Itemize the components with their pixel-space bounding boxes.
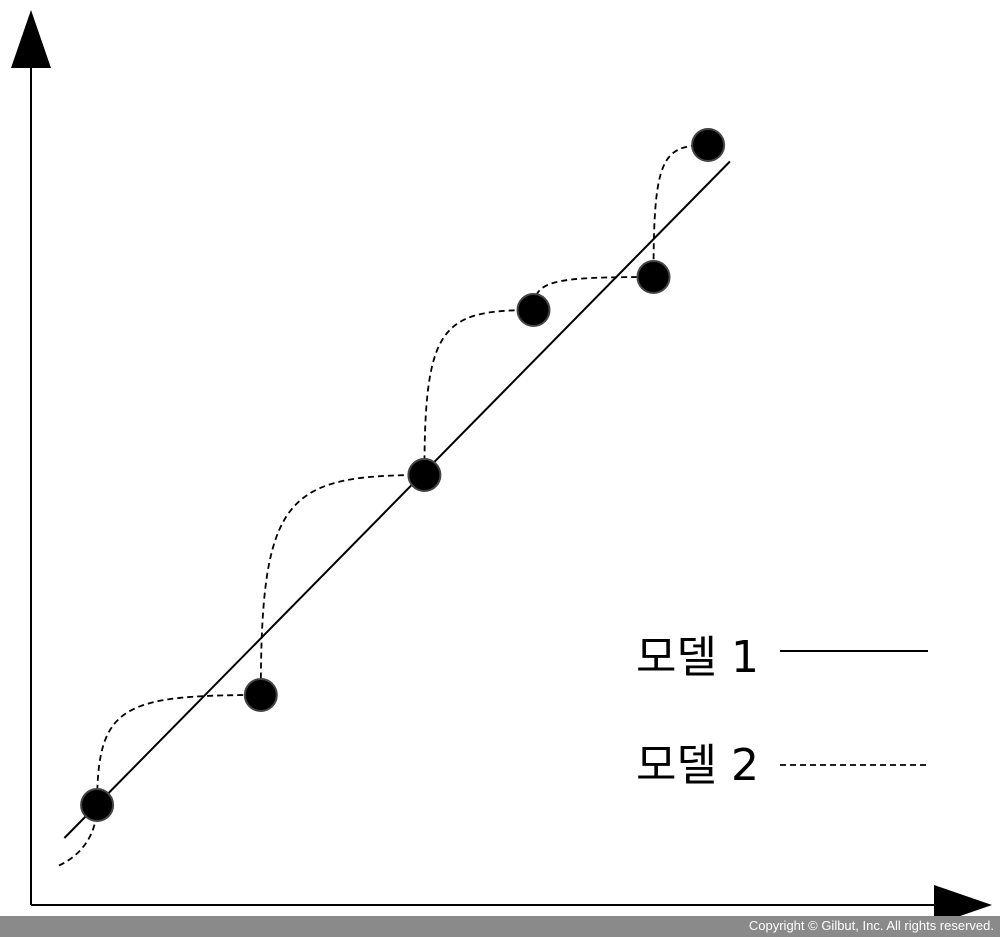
model-2-curve (58, 144, 709, 867)
x-axis-arrow (934, 885, 992, 925)
data-point (407, 458, 442, 492)
data-point (516, 293, 551, 327)
data-point (243, 678, 278, 712)
footer-bar: Copyright © Gilbut, Inc. All rights rese… (0, 916, 1000, 937)
model-1-line (63, 160, 731, 839)
legend-label-model-1: 모델 1 (636, 632, 759, 683)
copyright-text: Copyright © Gilbut, Inc. All rights rese… (748, 918, 994, 933)
data-point (80, 788, 115, 822)
data-point (636, 260, 671, 294)
y-axis-arrow (11, 10, 51, 68)
legend: 모델 1 모델 2 (636, 632, 928, 791)
legend-label-model-2: 모델 2 (636, 740, 759, 791)
data-point (691, 128, 726, 162)
